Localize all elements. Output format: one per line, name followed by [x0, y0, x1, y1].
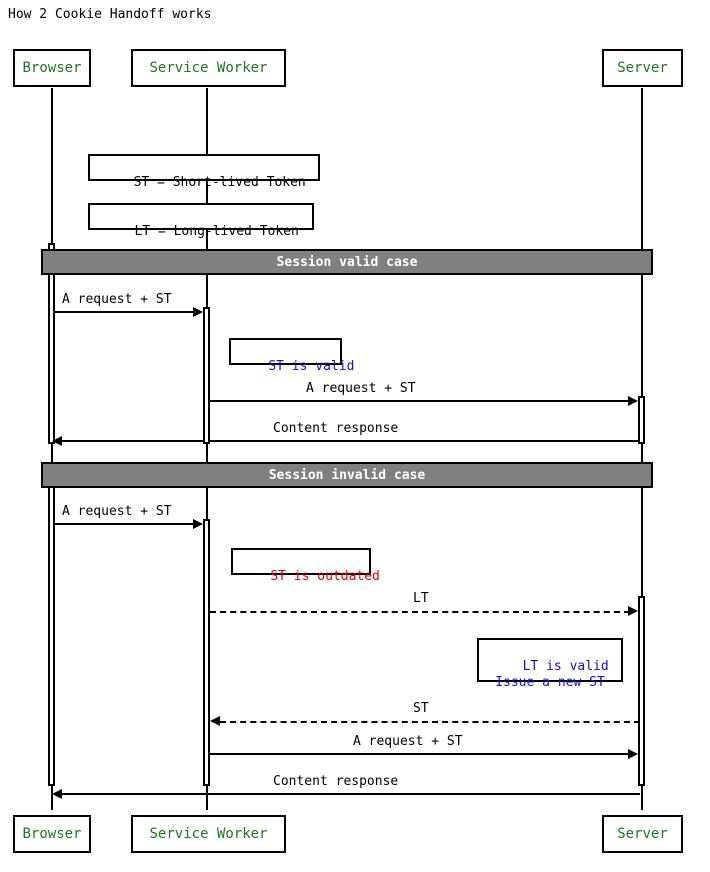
message-line-a-request-st-1 [52, 311, 194, 313]
participant-server-top-label: Server [617, 60, 668, 76]
participant-service-worker-bottom[interactable]: Service Worker [131, 815, 286, 853]
participant-service-worker-bottom-label: Service Worker [149, 826, 268, 842]
lifeline-browser [51, 88, 53, 810]
section-bar-session-invalid-label: Session invalid case [268, 467, 426, 483]
legend-note-long-lived-token: LT = Long-lived Token [88, 203, 314, 239]
arrowhead-right-icon [193, 307, 203, 317]
participant-browser-top[interactable]: Browser [13, 49, 91, 87]
participant-browser-top-label: Browser [22, 60, 82, 76]
message-line-a-request-st-4 [210, 753, 630, 755]
message-line-content-response-1 [62, 440, 640, 442]
legend-note-short-lived-token: ST = Short-lived Token [88, 154, 320, 190]
activation-browser-invalid [48, 486, 55, 786]
participant-server-bottom[interactable]: Server [602, 815, 683, 853]
note-lt-is-valid: LT is valid Issue a new ST [477, 638, 623, 690]
note-st-is-outdated: ST is outdated [231, 548, 380, 584]
note-st-is-valid: ST is valid [229, 338, 354, 374]
message-label-content-response-2: Content response [273, 774, 399, 789]
lifeline-service-worker [206, 88, 208, 810]
note-st-is-valid-text: ST is valid [268, 359, 355, 374]
section-bar-session-invalid: Session invalid case [41, 462, 653, 488]
legend-note-short-lived-token-text: ST = Short-lived Token [133, 175, 306, 190]
activation-browser-valid [48, 243, 55, 444]
arrowhead-left-icon [52, 789, 62, 799]
arrowhead-right-icon [628, 606, 638, 616]
participant-browser-bottom-label: Browser [22, 826, 82, 842]
message-label-content-response-1: Content response [273, 421, 399, 436]
legend-note-long-lived-token-text: LT = Long-lived Token [134, 224, 299, 239]
message-label-lt: LT [413, 591, 429, 606]
diagram-title: How 2 Cookie Handoff works [8, 7, 212, 22]
section-bar-session-valid: Session valid case [41, 249, 653, 275]
participant-browser-bottom[interactable]: Browser [13, 815, 91, 853]
note-st-is-outdated-text: ST is outdated [270, 569, 380, 584]
activation-service-worker-valid [203, 307, 210, 444]
message-label-a-request-st-2: A request + ST [306, 381, 416, 396]
message-line-content-response-2 [62, 793, 640, 795]
arrowhead-right-icon [628, 396, 638, 406]
participant-service-worker-top-label: Service Worker [149, 60, 268, 76]
message-label-a-request-st-3: A request + ST [62, 504, 172, 519]
participant-server-bottom-label: Server [617, 826, 668, 842]
activation-service-worker-invalid [203, 519, 210, 786]
arrowhead-left-icon [52, 436, 62, 446]
message-line-st [220, 721, 640, 723]
activation-server-invalid [638, 596, 645, 786]
participant-service-worker-top[interactable]: Service Worker [131, 49, 286, 87]
message-line-lt [210, 611, 630, 613]
activation-server-valid [638, 396, 645, 444]
note-lt-is-valid-text: LT is valid Issue a new ST [495, 659, 609, 690]
arrowhead-right-icon [628, 749, 638, 759]
message-line-a-request-st-3 [52, 523, 194, 525]
participant-server-top[interactable]: Server [602, 49, 683, 87]
lifeline-server [641, 88, 643, 810]
message-label-a-request-st-1: A request + ST [62, 292, 172, 307]
arrowhead-right-icon [193, 519, 203, 529]
section-bar-session-valid-label: Session valid case [276, 254, 418, 270]
message-label-st: ST [413, 701, 429, 716]
message-label-a-request-st-4: A request + ST [353, 734, 463, 749]
arrowhead-left-icon [210, 716, 220, 726]
message-line-a-request-st-2 [210, 400, 630, 402]
